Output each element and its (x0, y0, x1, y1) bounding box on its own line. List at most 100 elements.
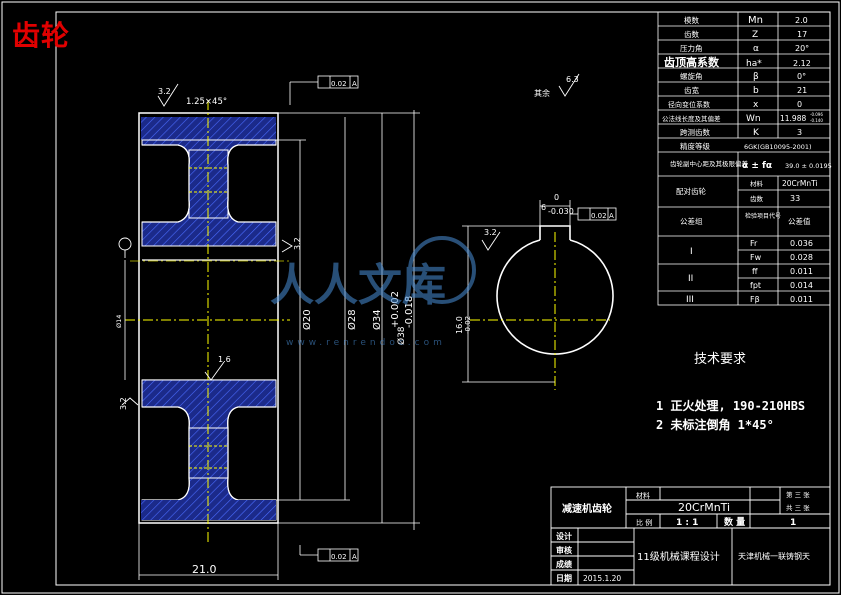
width-label: 21.0 (192, 563, 217, 576)
svg-text:径向变位系数: 径向变位系数 (668, 100, 710, 109)
roughness-label-6: 3.2 (484, 228, 497, 237)
svg-text:齿宽: 齿宽 (684, 85, 699, 95)
svg-text:0: 0 (797, 100, 802, 109)
svg-text:设计: 设计 (556, 531, 572, 541)
material-value: 20CrMnTi (678, 501, 730, 514)
svg-text:11.988: 11.988 (780, 114, 806, 123)
svg-text:33: 33 (790, 194, 800, 203)
roughness-label-4: 3.2 (119, 397, 128, 410)
svg-text:x: x (753, 100, 759, 110)
svg-text:精度等级: 精度等级 (680, 141, 710, 151)
tol-frame-2-value: 0.02 (591, 212, 607, 220)
svg-text:审核: 审核 (556, 545, 572, 555)
course-name: 11级机械课程设计 (637, 550, 720, 563)
keyway-depth-label: 16.0 (455, 316, 464, 334)
svg-text:Mn: Mn (748, 15, 763, 26)
roughness-label-2: 3.2 (293, 237, 302, 250)
svg-text:K: K (753, 128, 760, 138)
keyway-tol0-label: 0 (554, 193, 559, 202)
svg-text:2.12: 2.12 (793, 59, 811, 68)
svg-text:20CrMnTi: 20CrMnTi (782, 179, 818, 188)
svg-text:日期: 日期 (556, 573, 572, 583)
svg-text:6GK(GB10095-2001): 6GK(GB10095-2001) (744, 143, 812, 151)
roughness-label-1: 3.2 (158, 87, 171, 96)
svg-text:-0.140: -0.140 (810, 118, 823, 123)
svg-text:人人文库: 人人文库 (270, 260, 446, 311)
svg-text:共 三 张: 共 三 张 (786, 503, 810, 512)
d38-label: Ø38 (396, 326, 407, 345)
roughness-label-5: 6.3 (566, 75, 579, 84)
dimensions (124, 81, 420, 580)
svg-text:齿顶高系数: 齿顶高系数 (664, 55, 720, 69)
svg-text:材料: 材料 (750, 179, 764, 188)
svg-text:α ± fα: α ± fα (742, 161, 772, 171)
svg-text:β: β (753, 72, 759, 82)
svg-text:Fβ: Fβ (750, 295, 760, 304)
svg-text:ff: ff (752, 267, 758, 276)
svg-text:I: I (690, 247, 693, 257)
d28-label: Ø28 (346, 309, 358, 330)
chamfer-label: 1.25×45° (186, 97, 227, 107)
d14-label: Ø14 (115, 315, 123, 328)
d34-label: Ø34 (371, 309, 383, 330)
svg-text:0°: 0° (797, 72, 806, 81)
tol-upper-label: +0.002 (390, 291, 401, 328)
tol-frame-3-ref: A (352, 553, 357, 561)
svg-text:1 : 1: 1 : 1 (676, 518, 698, 528)
tech-requirement-2: 2 未标注倒角 1*45° (656, 418, 774, 432)
title-block (550, 486, 831, 586)
svg-text:0.011: 0.011 (790, 267, 813, 276)
svg-text:Wn: Wn (746, 114, 761, 124)
svg-text:0.014: 0.014 (790, 281, 813, 290)
keyway-depth-tol-label: -0.02 (464, 316, 472, 334)
svg-text:齿轮副中心距及其极限偏差: 齿轮副中心距及其极限偏差 (670, 159, 749, 168)
tol-frame-2-ref: A (609, 212, 614, 220)
tol-frame-1-value: 0.02 (331, 80, 347, 88)
svg-text:公法线长度及其偏差: 公法线长度及其偏差 (662, 114, 721, 123)
svg-text:齿数: 齿数 (684, 29, 699, 39)
title-block-text: 减速机齿轮 材料 20CrMnTi 第 三 张 共 三 张 比 例 1 : 1 … (556, 490, 810, 583)
svg-text:跨测齿数: 跨测齿数 (680, 127, 710, 137)
svg-text:17: 17 (797, 30, 807, 39)
tech-requirement-1: 1 正火处理, 190-210HBS (656, 399, 806, 413)
svg-text:模数: 模数 (684, 15, 699, 25)
params-table (657, 11, 831, 306)
svg-text:成绩: 成绩 (556, 559, 572, 569)
svg-text:公差值: 公差值 (788, 216, 811, 226)
roughness-symbols (121, 73, 580, 406)
tol-frame-3-value: 0.02 (331, 553, 347, 561)
svg-text:ha*: ha* (746, 59, 762, 69)
watermark: 人人文库 www.renrendoc.com (270, 236, 476, 348)
page-title: 齿轮 (12, 19, 71, 52)
svg-text:21: 21 (797, 86, 807, 95)
svg-text:39.0 ± 0.0195: 39.0 ± 0.0195 (785, 162, 832, 170)
svg-text:0.011: 0.011 (790, 295, 813, 304)
svg-text:1: 1 (790, 518, 796, 528)
keyway-tol-label: -0.030 (548, 207, 574, 216)
svg-text:0.028: 0.028 (790, 253, 813, 262)
keyway-width-label: 6 (541, 203, 546, 212)
d20-label: Ø20 (301, 309, 313, 330)
svg-text:检验项目代号: 检验项目代号 (745, 212, 781, 220)
svg-text:III: III (686, 295, 694, 305)
params-table-text: 模数 Mn 2.0 齿数 Z 17 压力角 α 20° 齿顶高系数 ha* 2.… (662, 15, 832, 305)
svg-text:公差组: 公差组 (680, 216, 703, 226)
svg-text:-0.096: -0.096 (810, 112, 823, 117)
svg-text:配对齿轮: 配对齿轮 (676, 186, 706, 196)
svg-text:Z: Z (752, 30, 758, 40)
svg-text:螺旋角: 螺旋角 (680, 71, 703, 81)
roughness-rest-label: 其余 (534, 88, 550, 98)
svg-text:比 例: 比 例 (636, 518, 652, 527)
svg-text:b: b (753, 86, 759, 96)
part-name: 减速机齿轮 (562, 502, 612, 515)
svg-text:齿数: 齿数 (750, 194, 764, 203)
svg-text:fpt: fpt (750, 281, 761, 290)
tol-frame-1-ref: A (352, 80, 357, 88)
svg-text:3: 3 (797, 128, 802, 137)
tech-requirements-title: 技术要求 (694, 352, 747, 367)
svg-text:第 三 张: 第 三 张 (786, 490, 810, 499)
svg-text:0.036: 0.036 (790, 239, 813, 248)
school-name: 天津机械一联铸钢天 (738, 551, 810, 561)
